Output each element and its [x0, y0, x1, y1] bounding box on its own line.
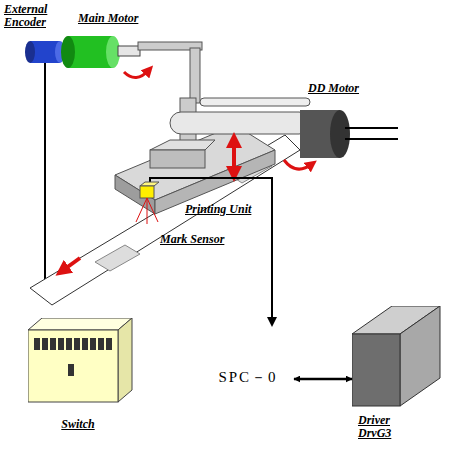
dip-switch [98, 338, 104, 350]
sensor-ray [147, 198, 148, 224]
node-label: Driver DrvG3 [358, 414, 408, 440]
dip-switch [58, 338, 64, 350]
box-front [352, 334, 400, 406]
dip-switch [50, 338, 56, 350]
box-front [28, 330, 118, 402]
motor-lead [345, 127, 398, 129]
rotation-arrow [124, 70, 149, 78]
dd-motor-face [330, 110, 350, 158]
dip-switch [74, 338, 80, 350]
encoder-end [25, 41, 35, 63]
feed-arrow [62, 258, 80, 271]
mark-sensor [140, 186, 154, 198]
connecting-rod [190, 48, 200, 103]
motor-end [61, 36, 75, 68]
sensor-ray [147, 198, 158, 222]
box-side [118, 318, 132, 402]
part-label: DD Motor [308, 82, 359, 95]
sensor-wire [150, 178, 272, 322]
motor-lead [345, 138, 398, 140]
rotation-arrow [284, 160, 312, 169]
dip-switch [42, 338, 48, 350]
press-block-top [150, 140, 215, 150]
part-label: External Encoder [4, 3, 74, 29]
dd-roller [170, 112, 310, 134]
dip-switch [106, 338, 112, 350]
signal-arrow [294, 378, 352, 381]
driver-box: Driver DrvG3 [352, 306, 444, 454]
node-label: SPC－0 [206, 368, 290, 387]
stroke-arrow [232, 140, 236, 174]
box-side [400, 306, 440, 406]
dip-switch [34, 338, 40, 350]
encoder-wire [44, 62, 46, 298]
motor-shaft [118, 46, 140, 56]
dip-switch [66, 338, 72, 350]
driver-outline [352, 306, 442, 408]
web-strip [30, 135, 300, 305]
toggle-switch [68, 364, 74, 376]
part-label: Mark Sensor [160, 233, 224, 246]
dip-switch [90, 338, 96, 350]
controller-label: SPC－0 [206, 368, 290, 390]
box-top [28, 318, 132, 330]
press-block [150, 150, 205, 168]
print-mark [95, 245, 140, 271]
part-label: Main Motor [78, 12, 138, 25]
sensor-ray [136, 198, 147, 222]
sensor-top [140, 182, 159, 186]
guide-rod [200, 98, 310, 106]
dip-switch [82, 338, 88, 350]
switch-box: Switch [28, 318, 140, 440]
switch-outline [28, 318, 134, 414]
node-label: Switch [28, 418, 128, 431]
part-label: Printing Unit [185, 203, 251, 216]
